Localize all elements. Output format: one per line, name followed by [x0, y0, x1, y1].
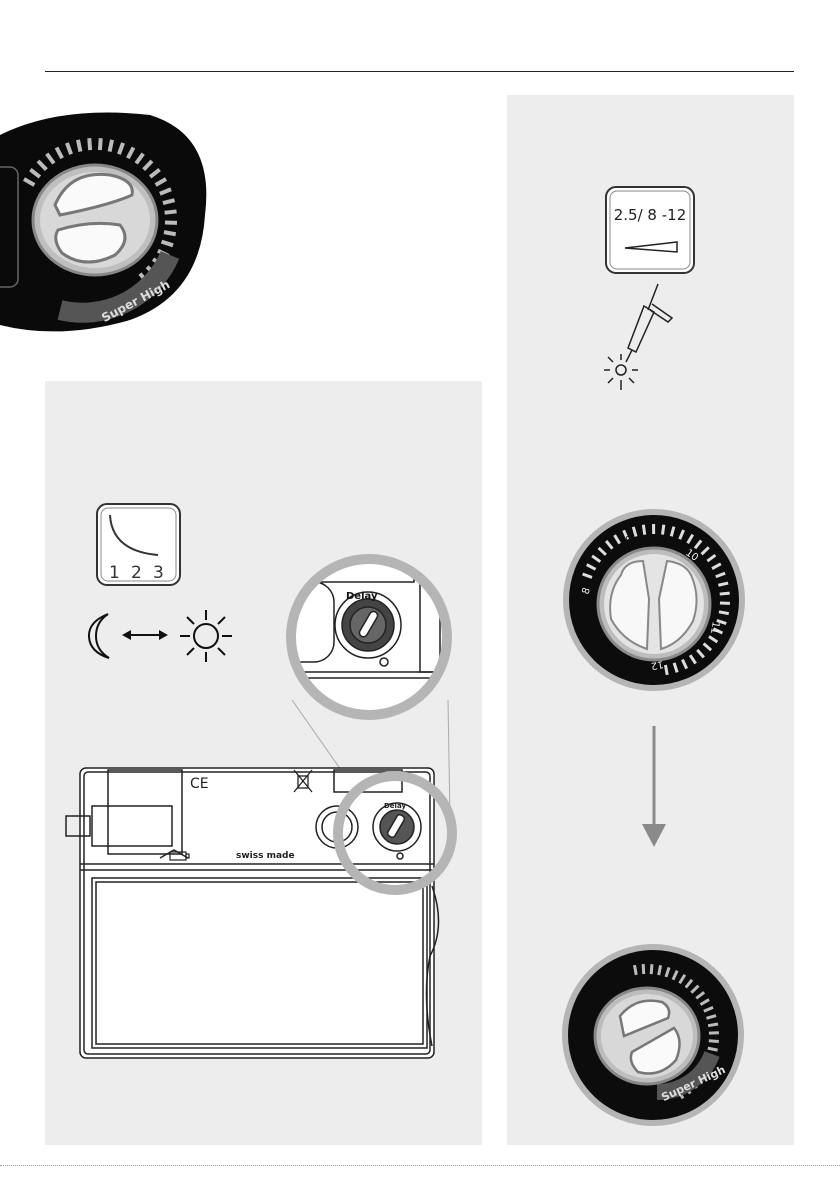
- shade-dial-illustration: 8 9 10 11 12: [563, 509, 745, 691]
- bottom-dial-knob[interactable]: [595, 988, 699, 1084]
- down-arrow: [640, 726, 668, 848]
- welding-torch-icon: [596, 282, 678, 394]
- page-footer-dotted-line: [0, 1165, 840, 1166]
- shade-tick-11: 11: [708, 620, 721, 634]
- shade-dial-knob[interactable]: [598, 548, 710, 660]
- shade-range-icon: 2.5/ 8 -12: [605, 186, 695, 274]
- shade-range-text: 2.5/ 8 -12: [614, 206, 687, 224]
- ce-mark: CE: [190, 776, 209, 792]
- device-highlight-circle: [332, 770, 458, 896]
- shade-tick-9: 9: [625, 535, 631, 546]
- super-high-dial-illustration: Super High: [562, 944, 744, 1126]
- swiss-made-text: swiss made: [236, 851, 295, 861]
